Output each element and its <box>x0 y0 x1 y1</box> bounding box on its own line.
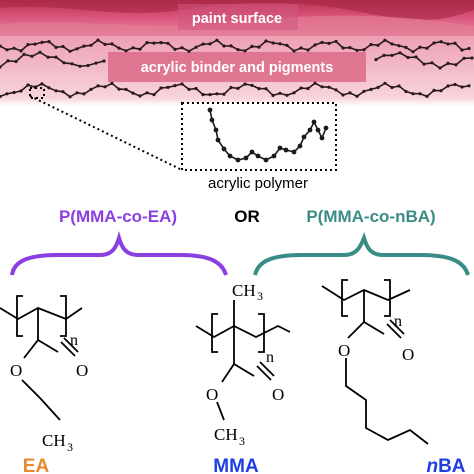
ea-structure <box>0 295 83 421</box>
mma-methyl-sub: 3 <box>239 434 245 448</box>
inset-polymer-chain <box>207 107 329 163</box>
binder-label: acrylic binder and pigments <box>141 60 334 76</box>
zoom-connector-line <box>29 95 183 171</box>
nba-label-rest: BA <box>438 456 466 474</box>
or-connector: OR <box>234 207 260 226</box>
nba-label: nBA <box>426 456 465 474</box>
ea-repeat-n: n <box>70 332 78 349</box>
ea-carbonyl-o: O <box>76 361 88 380</box>
mma-carbonyl-o: O <box>272 385 284 404</box>
zoom-inset: acrylic polymer <box>29 87 337 192</box>
mma-repeat-n: n <box>266 349 274 366</box>
inset-box <box>181 102 337 171</box>
mma-structure <box>195 300 291 421</box>
left-copolymer-brace <box>10 231 228 276</box>
ea-label: EA <box>23 456 50 474</box>
ea-methyl-sub: 3 <box>67 440 73 454</box>
inset-label: acrylic polymer <box>208 175 308 192</box>
binder-polymer-chains <box>0 38 474 99</box>
mma-alpha-methyl-ch: CH <box>232 281 256 300</box>
mma-label: MMA <box>213 456 259 474</box>
right-copolymer-title: P(MMA-co-nBA) <box>306 207 435 226</box>
binder-label-banner <box>108 52 366 82</box>
nba-ester-o: O <box>338 341 350 360</box>
left-copolymer-title: P(MMA-co-EA) <box>59 207 177 226</box>
paint-surface-region: paint surface <box>0 0 474 36</box>
mma-methyl-ch: CH <box>214 425 238 444</box>
copolymer-titles: P(MMA-co-EA) OR P(MMA-co-nBA) <box>59 207 436 226</box>
right-copolymer-brace <box>253 231 470 276</box>
mma-ester-o: O <box>206 385 218 404</box>
ea-ester-o: O <box>10 361 22 380</box>
paint-surface-label: paint surface <box>192 11 282 27</box>
nba-label-italic: n <box>426 456 438 474</box>
nba-repeat-n: n <box>394 313 402 330</box>
ea-methyl-ch: CH <box>42 431 66 450</box>
mma-alpha-methyl-sub: 3 <box>257 289 263 303</box>
zoom-source-box <box>29 87 45 99</box>
binder-region: acrylic binder and pigments <box>0 36 474 106</box>
nba-carbonyl-o: O <box>402 345 414 364</box>
nba-structure <box>321 279 429 445</box>
